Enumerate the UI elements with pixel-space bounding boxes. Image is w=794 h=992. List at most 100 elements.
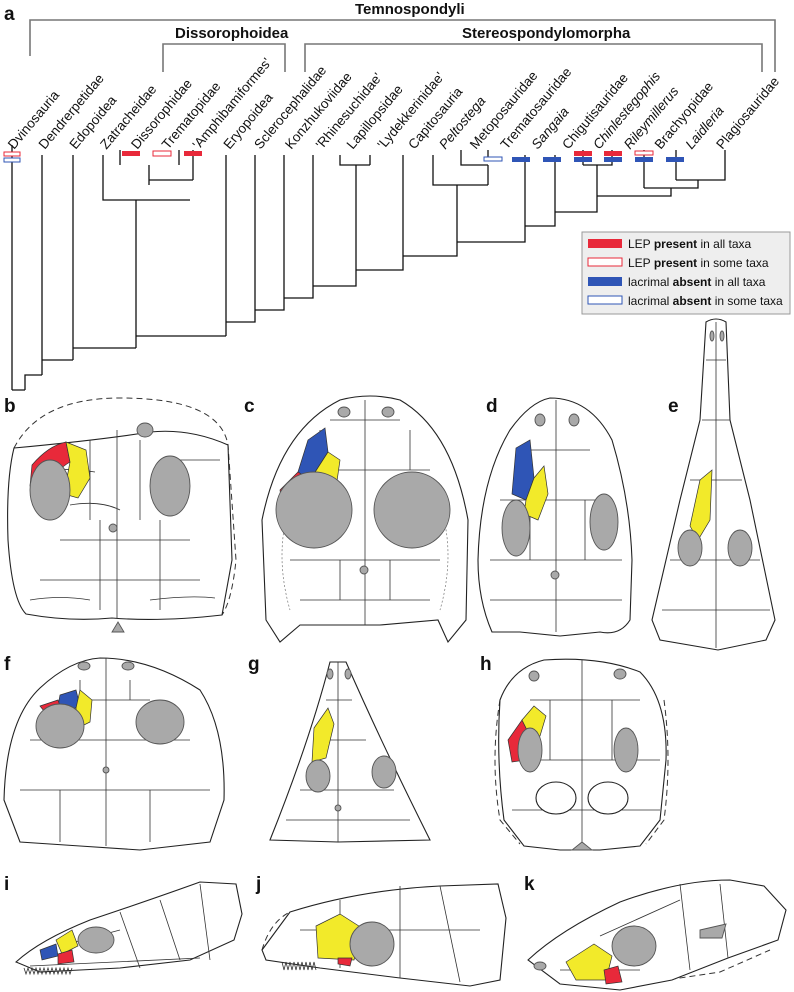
pineal-foramen	[334, 804, 342, 812]
panel-b-skull: b	[4, 396, 237, 633]
legend-lac-some: lacrimal absent in some taxa	[628, 294, 783, 308]
orbit-left	[275, 471, 353, 549]
prefrontal-bone	[689, 469, 713, 541]
clade-label-temnospondyli: Temnospondyli	[355, 1, 465, 18]
dentition	[23, 966, 73, 976]
legend-lac-all: lacrimal absent in all taxa	[628, 275, 766, 289]
interpterygoid-vacuity-right	[587, 781, 629, 815]
panel-k-skull-lateral: k	[524, 874, 787, 991]
character-bars	[3, 150, 684, 163]
pineal-foramen	[550, 570, 560, 580]
naris-left	[528, 670, 540, 682]
orbit-right	[373, 471, 451, 549]
panel-f-skull: f	[3, 654, 225, 851]
dissorophoidea-bracket	[162, 43, 286, 72]
panel-label-g: g	[248, 654, 260, 675]
clade-label-dissorophoidea: Dissorophoidea	[175, 25, 289, 42]
lep-bone	[337, 957, 353, 967]
naris	[533, 961, 547, 971]
naris-right	[568, 413, 580, 427]
lac-some-bar	[483, 156, 503, 162]
orbit-left	[501, 499, 531, 557]
stereospondylomorpha-bracket	[304, 43, 763, 72]
panel-e-skull: e	[651, 318, 776, 651]
lac-all-bar	[574, 157, 592, 162]
prefrontal-bone	[55, 929, 79, 955]
prefrontal-bone	[311, 707, 335, 763]
orbit	[77, 926, 115, 954]
orbit-left	[29, 459, 71, 521]
panel-i-skull-lateral: i	[4, 874, 243, 976]
panel-label-a: a	[4, 4, 15, 25]
lac-all-bar	[543, 157, 561, 162]
panel-label-d: d	[486, 396, 498, 417]
lep-all-bar	[574, 151, 592, 156]
temnospondyli-bracket	[29, 19, 776, 72]
panel-label-f: f	[4, 654, 11, 675]
legend: LEP present in all taxa LEP present in s…	[581, 231, 791, 315]
pineal-foramen	[108, 523, 118, 533]
dentition	[281, 961, 317, 971]
sensory-canals	[281, 479, 449, 611]
panel-label-j: j	[255, 874, 261, 895]
lep-some-bar	[152, 150, 172, 157]
pineal-foramen	[359, 565, 369, 575]
legend-swatch-lac-all	[588, 277, 622, 286]
skull-sutures	[512, 660, 660, 850]
panel-label-e: e	[668, 396, 679, 417]
panel-label-b: b	[4, 396, 16, 417]
orbit-left	[35, 703, 85, 749]
panel-d-skull: d	[477, 396, 633, 637]
lep-some-bar	[634, 150, 654, 156]
prefrontal-bone	[523, 465, 549, 521]
naris-right	[719, 330, 725, 342]
orbit-left	[677, 529, 703, 567]
panel-label-c: c	[244, 396, 255, 417]
panel-j-skull-lateral: j	[255, 874, 507, 987]
lep-bone	[57, 949, 75, 965]
panel-c-skull: c	[244, 395, 469, 644]
panel-label-h: h	[480, 654, 492, 675]
lac-all-bar	[604, 157, 622, 162]
orbit-left	[517, 727, 543, 773]
interpterygoid-vacuity-left	[535, 781, 577, 815]
skull-outline	[269, 661, 431, 843]
orbit	[611, 925, 657, 967]
naris-left	[77, 661, 91, 671]
lep-all-bar	[122, 151, 140, 156]
orbit-right	[727, 529, 753, 567]
orbit-right	[135, 699, 185, 745]
lac-all-bar	[666, 157, 684, 162]
lep-all-bar	[604, 151, 622, 156]
skull-sutures	[490, 400, 622, 632]
legend-lep-all: LEP present in all taxa	[628, 237, 752, 251]
naris-left	[534, 413, 546, 427]
naris-left	[709, 330, 715, 342]
orbit-left	[305, 759, 331, 793]
tree-branches	[11, 145, 726, 391]
lep-bone	[603, 965, 623, 985]
clade-label-stereospondylomorpha: Stereospondylomorpha	[462, 25, 631, 42]
lep-all-bar	[184, 151, 202, 156]
occipital	[570, 841, 594, 851]
legend-swatch-lep-all	[588, 239, 622, 248]
naris-left	[337, 406, 351, 418]
skull-outline-reconstructed	[639, 949, 771, 985]
cladogram	[11, 145, 726, 391]
lac-some-bar	[3, 157, 21, 163]
panel-label-i: i	[4, 874, 9, 895]
skull-outline	[651, 318, 776, 651]
orbit-right	[613, 727, 639, 773]
temporal-fenestra	[699, 923, 727, 939]
skull-sutures	[300, 885, 480, 983]
panel-a-phylogeny: a Temnospondyli Dissorophoidea Stereospo…	[3, 1, 791, 391]
occipital	[111, 621, 125, 633]
skull-outline-reconstructed	[494, 699, 669, 845]
naris-left	[326, 668, 334, 680]
skull-sutures	[662, 322, 770, 648]
legend-swatch-lep-some	[587, 257, 623, 267]
orbit-right	[371, 755, 397, 789]
orbit	[349, 921, 395, 967]
legend-lep-some: LEP present in some taxa	[628, 256, 769, 270]
naris-right	[613, 668, 627, 680]
